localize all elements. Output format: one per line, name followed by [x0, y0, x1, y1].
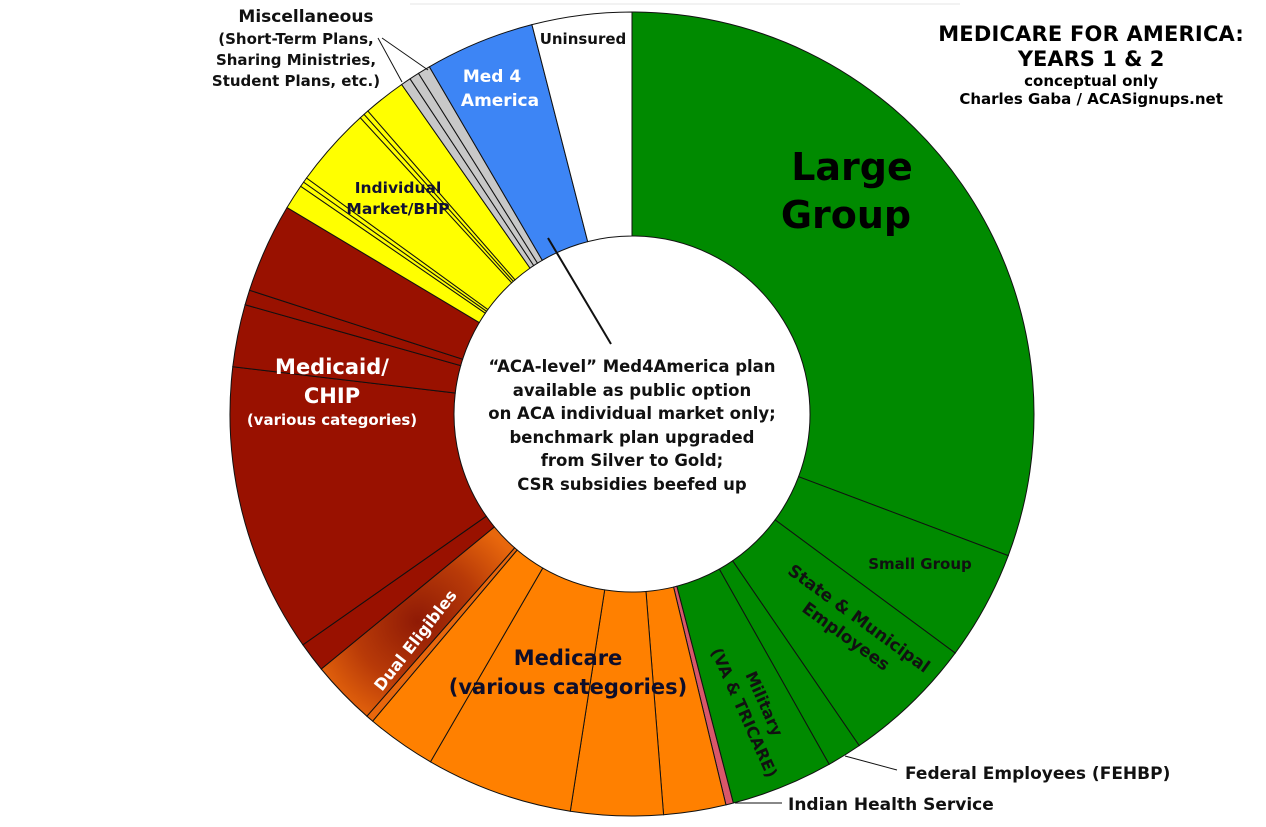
- label-large-group-1: Large: [791, 145, 913, 189]
- center-note-line: CSR subsidies beefed up: [517, 474, 747, 494]
- leader-misc-1: [377, 37, 403, 83]
- center-note-line: from Silver to Gold;: [540, 451, 724, 470]
- label-medicaid-1: Medicaid/: [275, 355, 389, 379]
- slice-large-group: [631, 11, 1035, 557]
- label-misc-4: Student Plans, etc.): [212, 72, 380, 90]
- label-misc-1: Miscellaneous: [238, 7, 373, 27]
- label-medicare-1: Medicare: [514, 646, 623, 670]
- leader-federal: [844, 755, 898, 771]
- center-note-line: benchmark plan upgraded: [509, 427, 755, 447]
- label-medicaid-2: CHIP: [304, 384, 360, 408]
- chart-title-years: YEARS 1 & 2: [1017, 47, 1165, 71]
- leader-misc-2: [381, 37, 429, 71]
- label-medicaid-3: (various categories): [247, 411, 417, 429]
- center-note-line: “ACA-level” Med4America plan: [488, 357, 776, 376]
- chart-title: MEDICARE FOR AMERICA:: [938, 22, 1244, 46]
- center-annotation: “ACA-level” Med4America plan available a…: [472, 355, 792, 496]
- label-large-group-2: Group: [781, 193, 911, 237]
- slice-uninsured: [531, 11, 633, 243]
- label-small-group: Small Group: [868, 555, 972, 573]
- label-federal: Federal Employees (FEHBP): [905, 764, 1170, 784]
- label-med4-2: America: [461, 91, 539, 111]
- leader-med4: [547, 237, 612, 345]
- label-med4-1: Med 4: [463, 67, 522, 87]
- chart-subtitle: conceptual only: [1024, 72, 1159, 90]
- label-misc-2: (Short-Term Plans,: [218, 30, 373, 48]
- slice-medicaid-chip-various-categories-part-2: [229, 366, 487, 646]
- label-individual-1: Individual: [355, 179, 442, 197]
- chart-title-block: MEDICARE FOR AMERICA: YEARS 1 & 2 concep…: [938, 22, 1244, 109]
- leader-lines: [377, 37, 898, 804]
- label-misc-3: Sharing Ministries,: [216, 51, 376, 69]
- label-medicare-2: (various categories): [449, 675, 687, 699]
- center-note-line: available as public option: [512, 380, 752, 400]
- label-ihs: Indian Health Service: [788, 795, 994, 815]
- label-uninsured: Uninsured: [540, 30, 627, 48]
- center-note-line: on ACA individual market only;: [488, 404, 776, 423]
- slices-group: [229, 11, 1035, 817]
- chart-credit: Charles Gaba / ACASignups.net: [959, 90, 1223, 108]
- label-individual-2: Market/BHP: [346, 200, 449, 218]
